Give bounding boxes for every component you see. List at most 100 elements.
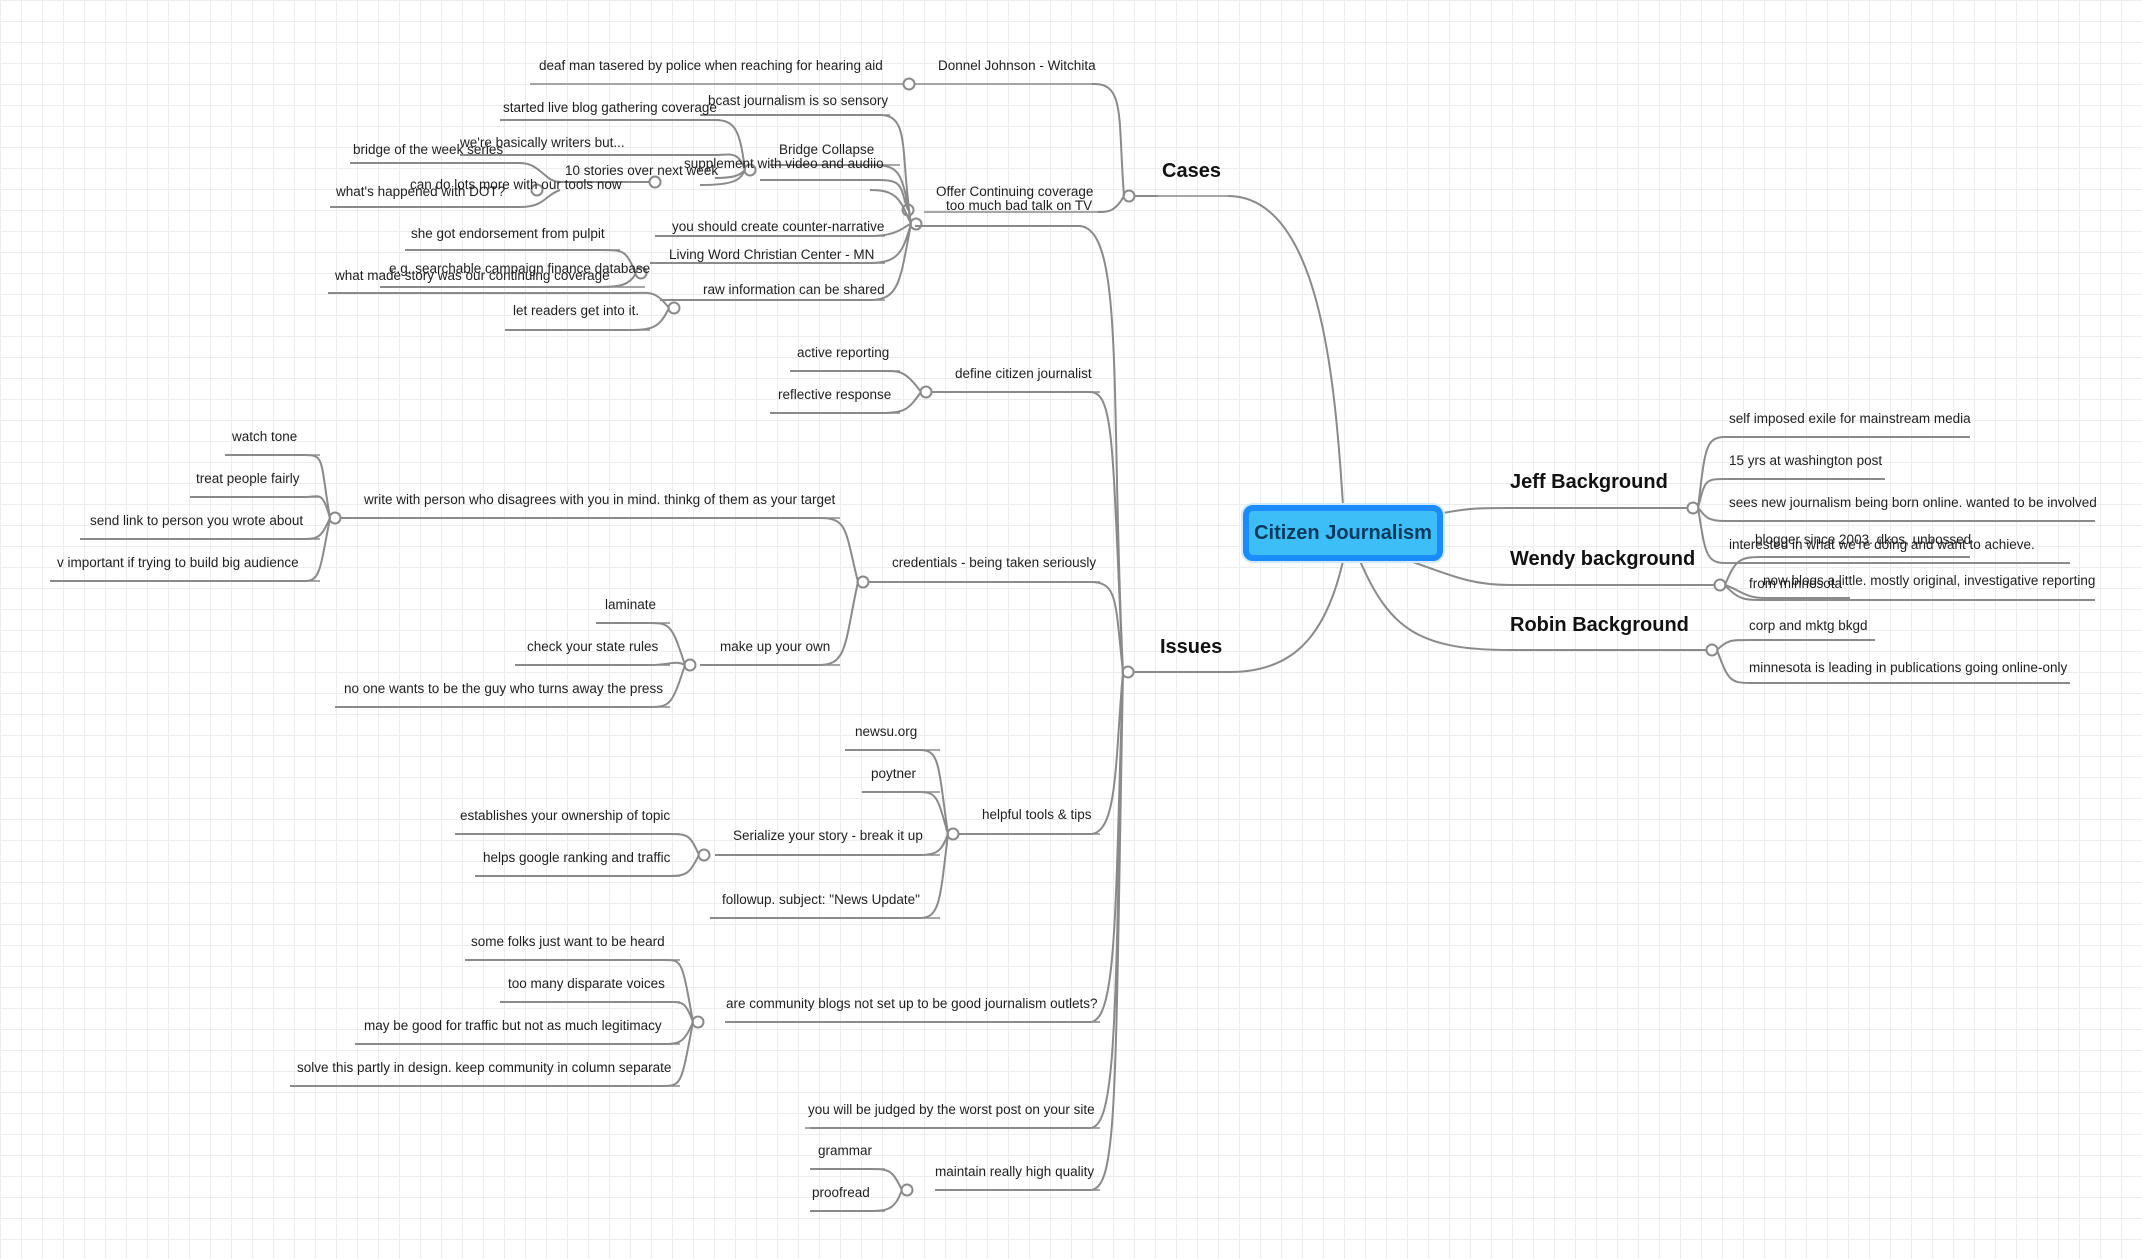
issue-legitimacy[interactable]: may be good for traffic but not as much … — [364, 1018, 662, 1033]
case-pulpit[interactable]: she got endorsement from pulpit — [411, 226, 605, 241]
central-topic[interactable]: Citizen Journalism — [1243, 505, 1443, 561]
case-living-word[interactable]: Living Word Christian Center - MN — [669, 247, 874, 262]
jeff-item-1[interactable]: self imposed exile for mainstream media — [1729, 411, 1971, 426]
joint-offer[interactable] — [909, 217, 923, 231]
issue-poytner[interactable]: poytner — [871, 766, 917, 781]
case-dot[interactable]: what's happened with DOT? — [335, 184, 505, 199]
joint-10-stories[interactable] — [648, 175, 662, 189]
edge-robin-children — [1716, 639, 2070, 684]
issue-ownership[interactable]: establishes your ownership of topic — [460, 808, 670, 823]
issue-define[interactable]: define citizen journalist — [955, 366, 1092, 381]
joint-community[interactable] — [691, 1015, 705, 1029]
case-10-stories[interactable]: 10 stories over next week — [565, 163, 718, 178]
topic-wendy[interactable]: Wendy background — [1510, 548, 1695, 570]
joint-issues[interactable] — [1121, 665, 1135, 679]
robin-item-1[interactable]: corp and mktg bkgd — [1749, 618, 1868, 633]
joint-jeff[interactable] — [1686, 501, 1700, 515]
edge-central-cases — [1227, 195, 1344, 506]
wendy-item-2[interactable]: from minnesota — [1749, 576, 1843, 591]
topic-jeff[interactable]: Jeff Background — [1510, 471, 1668, 493]
issue-tone[interactable]: watch tone — [231, 429, 297, 444]
issue-tools[interactable]: helpful tools & tips — [982, 807, 1092, 822]
robin-item-2[interactable]: minnesota is leading in publications goi… — [1749, 660, 2067, 675]
joint-donnel[interactable] — [902, 77, 916, 91]
case-tools-now[interactable]: can do lots more with our tools now — [410, 177, 622, 192]
case-bcast[interactable]: bcast journalism is so sensory — [708, 93, 888, 108]
issue-followup[interactable]: followup. subject: "News Update" — [722, 892, 920, 907]
edge-cases-donnel — [1092, 83, 1125, 197]
case-deaf-man[interactable]: deaf man tasered by police when reaching… — [539, 58, 883, 73]
case-counter[interactable]: you should create counter-narrative — [672, 219, 884, 234]
case-writers[interactable]: we're basically writers but... — [459, 135, 625, 150]
issue-quality[interactable]: maintain really high quality — [935, 1164, 1094, 1179]
jeff-item-3[interactable]: sees new journalism being born online. w… — [1729, 495, 2097, 510]
issue-serialize[interactable]: Serialize your story - break it up — [733, 828, 923, 843]
wendy-item-1[interactable]: blogger since 2003. dkos, unbossed — [1755, 532, 1971, 547]
jeff-item-2[interactable]: 15 yrs at washington post — [1729, 453, 1882, 468]
case-bridge[interactable]: Bridge Collapse — [779, 142, 874, 157]
wendy-item-3[interactable]: now blogs a little. mostly original, inv… — [1763, 573, 2095, 588]
joint-define[interactable] — [919, 385, 933, 399]
issue-active[interactable]: active reporting — [797, 345, 889, 360]
issue-laminate[interactable]: laminate — [605, 597, 656, 612]
case-bridge-week[interactable]: bridge of the week series — [353, 142, 503, 157]
edge-10-stories-children — [330, 162, 650, 208]
issue-heard[interactable]: some folks just want to be heard — [471, 934, 665, 949]
edge-central-jeff — [1442, 507, 1690, 514]
joint-raw[interactable] — [667, 301, 681, 315]
issue-reflective[interactable]: reflective response — [778, 387, 891, 402]
issue-grammar[interactable]: grammar — [818, 1143, 873, 1158]
joint-write-with[interactable] — [328, 511, 342, 525]
issue-design[interactable]: solve this partly in design. keep commun… — [297, 1060, 671, 1075]
joint-credentials[interactable] — [856, 575, 870, 589]
joint-quality[interactable] — [900, 1183, 914, 1197]
issue-community[interactable]: are community blogs not set up to be goo… — [726, 996, 1097, 1011]
issue-credentials[interactable]: credentials - being taken seriously — [892, 555, 1096, 570]
issue-newsu[interactable]: newsu.org — [855, 724, 917, 739]
joint-tools-now[interactable] — [530, 183, 544, 197]
issue-write-with[interactable]: write with person who disagrees with you… — [363, 492, 835, 507]
joint-make-up[interactable] — [683, 658, 697, 672]
edge-wendy-children — [1724, 556, 2095, 601]
case-live-blog[interactable]: started live blog gathering coverage — [503, 100, 717, 115]
joint-tools[interactable] — [946, 827, 960, 841]
issue-state-rules[interactable]: check your state rules — [527, 639, 659, 654]
case-finance[interactable]: e.g. searchable campaign finance databas… — [389, 261, 650, 276]
edge-issues-children — [725, 225, 1124, 1191]
issue-proofread[interactable]: proofread — [812, 1185, 870, 1200]
topic-cases[interactable]: Cases — [1162, 160, 1221, 182]
case-raw[interactable]: raw information can be shared — [703, 282, 885, 297]
case-offer[interactable]: Offer Continuing coverage — [936, 184, 1093, 199]
case-let-readers[interactable]: let readers get into it. — [513, 303, 639, 318]
edge-community-children — [290, 959, 694, 1087]
joint-robin[interactable] — [1705, 643, 1719, 657]
edge-cases-offer — [1097, 195, 1125, 213]
topic-robin[interactable]: Robin Background — [1510, 614, 1689, 636]
issue-fairly[interactable]: treat people fairly — [196, 471, 300, 486]
joint-wendy[interactable] — [1713, 578, 1727, 592]
case-supplement[interactable]: supplement with video and audiio — [684, 156, 884, 171]
edge-central-issues — [1128, 560, 1344, 673]
issue-press[interactable]: no one wants to be the guy who turns awa… — [344, 681, 663, 696]
edge-central-wendy — [1409, 560, 1720, 586]
edge-offer-children — [650, 114, 912, 301]
edge-central-robin — [1359, 560, 1712, 651]
case-continuing[interactable]: what made story was our continuing cover… — [334, 268, 610, 283]
issue-judged[interactable]: you will be judged by the worst post on … — [808, 1102, 1095, 1117]
issue-google[interactable]: helps google ranking and traffic — [483, 850, 671, 865]
issue-make-up[interactable]: make up your own — [720, 639, 830, 654]
issue-disparate[interactable]: too many disparate voices — [508, 976, 665, 991]
issue-send-link[interactable]: send link to person you wrote about — [90, 513, 303, 528]
issue-audience[interactable]: v important if trying to build big audie… — [57, 555, 299, 570]
topic-issues[interactable]: Issues — [1160, 636, 1222, 658]
case-donnel[interactable]: Donnel Johnson - Witchita — [938, 58, 1096, 73]
jeff-item-4[interactable]: interested in what we're doing and want … — [1729, 537, 2035, 552]
joint-cases[interactable] — [1122, 189, 1136, 203]
edge-bridge-children — [460, 119, 746, 186]
edge-tools-children — [710, 749, 949, 919]
edge-jeff-children — [1697, 436, 2095, 564]
case-bad-talk[interactable]: too much bad talk on TV — [946, 198, 1092, 213]
joint-serialize[interactable] — [697, 848, 711, 862]
